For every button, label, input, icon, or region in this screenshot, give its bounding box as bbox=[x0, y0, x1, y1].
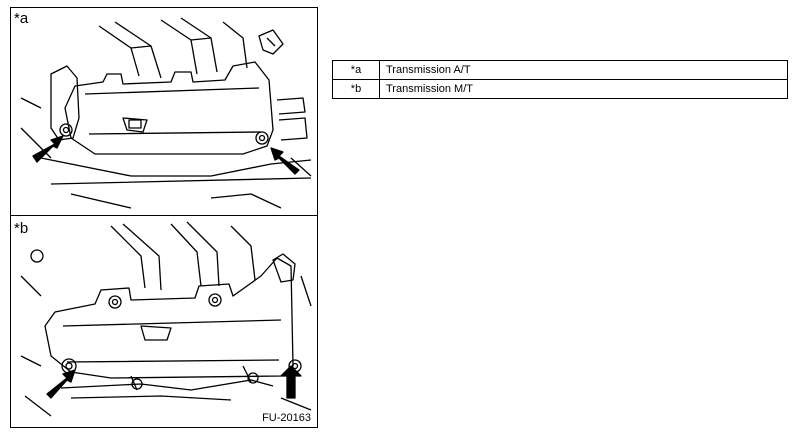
arrow-right-a bbox=[270, 147, 300, 175]
legend-table: *a Transmission A/T *b Transmission M/T bbox=[332, 60, 788, 99]
view-label-a: *a bbox=[14, 10, 29, 27]
legend-value: Transmission A/T bbox=[379, 60, 788, 80]
arrow-left-b bbox=[46, 369, 76, 399]
engine-bracket-illustration-b bbox=[20, 221, 312, 417]
arrow-right-b bbox=[280, 365, 302, 399]
arrow-left-a bbox=[32, 135, 64, 163]
legend-key: *b bbox=[332, 79, 380, 99]
legend-key: *a bbox=[332, 60, 380, 80]
view-label-b: *b bbox=[14, 220, 29, 237]
illustration-frame: *a *b bbox=[10, 7, 318, 428]
legend-value: Transmission M/T bbox=[379, 79, 788, 99]
figure-code: FU-20163 bbox=[262, 412, 311, 424]
engine-bracket-illustration-a bbox=[20, 17, 312, 209]
legend-row: *a Transmission A/T bbox=[332, 60, 788, 80]
legend-row: *b Transmission M/T bbox=[332, 79, 788, 99]
section-divider bbox=[11, 215, 317, 216]
